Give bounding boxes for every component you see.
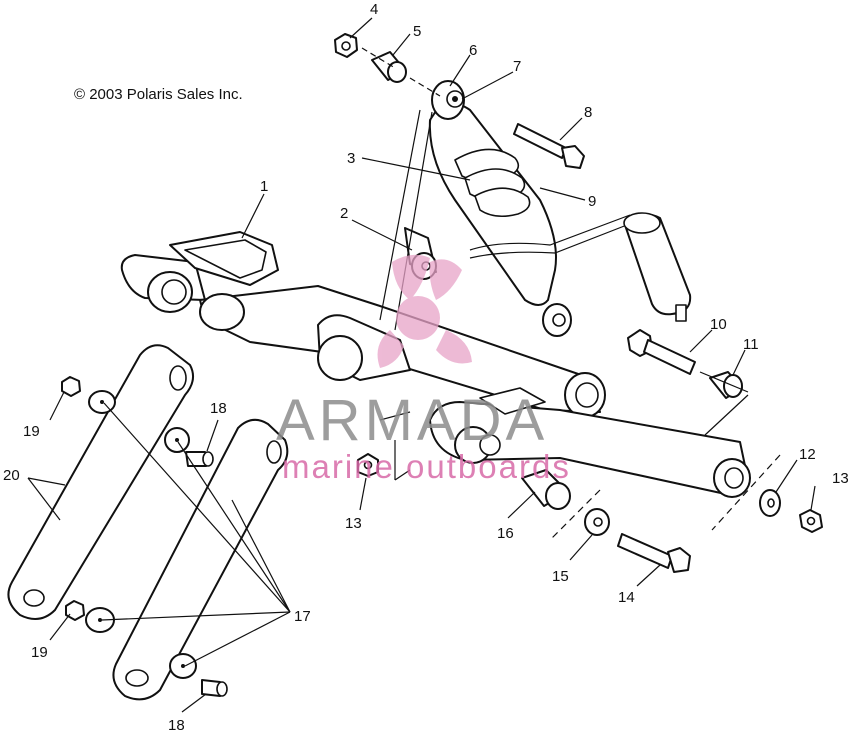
link-20-front bbox=[112, 418, 289, 701]
nut-19-bottom bbox=[65, 600, 85, 621]
callout-1: 1 bbox=[260, 178, 268, 195]
callout-14: 14 bbox=[618, 589, 635, 606]
callout-5: 5 bbox=[413, 23, 421, 40]
nut-19-top bbox=[61, 376, 81, 397]
washer-17-a bbox=[88, 390, 116, 414]
callout-16: 16 bbox=[497, 525, 514, 542]
spacer-16 bbox=[521, 469, 571, 510]
callout-12: 12 bbox=[799, 446, 816, 463]
bolt-10 bbox=[627, 329, 696, 375]
nut-13-center bbox=[357, 453, 379, 477]
callout-17: 17 bbox=[294, 608, 311, 625]
shock-reservoir bbox=[469, 212, 692, 322]
washer-15 bbox=[584, 508, 610, 536]
callout-13-center: 13 bbox=[345, 515, 362, 532]
swing-arm-main bbox=[120, 231, 606, 418]
callout-4: 4 bbox=[370, 1, 378, 18]
callout-6: 6 bbox=[469, 42, 477, 59]
callout-18-bottom: 18 bbox=[168, 717, 185, 731]
callout-19-top: 19 bbox=[23, 423, 40, 440]
leader-lines bbox=[27, 17, 816, 713]
callout-13-right: 13 bbox=[832, 470, 849, 487]
link-20-rear bbox=[7, 344, 195, 620]
swing-arm-lower bbox=[429, 387, 751, 498]
callout-19-bottom: 19 bbox=[31, 644, 48, 661]
callout-7: 7 bbox=[513, 58, 521, 75]
bolt-14 bbox=[617, 533, 691, 573]
callout-15: 15 bbox=[552, 568, 569, 585]
washer-12 bbox=[759, 489, 781, 517]
callout-11: 11 bbox=[743, 336, 759, 353]
washer-17-d bbox=[169, 653, 197, 679]
shock-absorber bbox=[428, 80, 572, 337]
bolt-18-bottom bbox=[201, 679, 228, 697]
bolt-18-top bbox=[185, 451, 214, 467]
watermark-brand: ARMADA bbox=[276, 388, 548, 453]
callout-8: 8 bbox=[584, 104, 592, 121]
callout-labels: 4 5 6 7 8 3 9 1 2 10 11 12 13 16 15 14 1… bbox=[3, 1, 849, 731]
watermark: ARMADA marine outboards bbox=[276, 254, 571, 485]
alignment-lines bbox=[361, 47, 781, 541]
callout-9: 9 bbox=[588, 193, 596, 210]
callout-3: 3 bbox=[347, 150, 355, 167]
callout-18-top: 18 bbox=[210, 400, 227, 417]
spacer-5 bbox=[371, 51, 407, 83]
callout-10: 10 bbox=[710, 316, 727, 333]
bolt-8 bbox=[513, 123, 585, 169]
watermark-logo bbox=[377, 254, 472, 368]
copyright-text: © 2003 Polaris Sales Inc. bbox=[74, 86, 243, 103]
callout-20: 20 bbox=[3, 467, 20, 484]
spacer-11 bbox=[709, 371, 743, 399]
washer-17-b bbox=[164, 427, 190, 453]
callout-2: 2 bbox=[340, 205, 348, 222]
watermark-tagline: marine outboards bbox=[282, 448, 571, 485]
nut-4 bbox=[334, 33, 358, 58]
nut-13-right bbox=[799, 509, 823, 533]
